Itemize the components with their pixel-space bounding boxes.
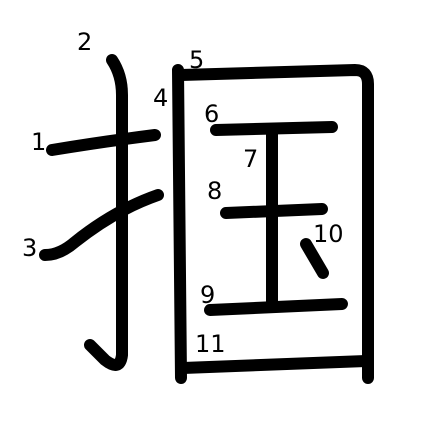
stroke-11 bbox=[177, 355, 372, 374]
stroke-number-4: 4 bbox=[153, 84, 168, 112]
stroke-number-8: 8 bbox=[207, 177, 222, 205]
stroke-number-6: 6 bbox=[204, 100, 219, 128]
stroke-number-10: 10 bbox=[313, 220, 344, 248]
stroke-number-3: 3 bbox=[22, 234, 37, 262]
stroke-1 bbox=[46, 129, 161, 156]
stroke-2 bbox=[84, 54, 128, 371]
stroke-4 bbox=[172, 64, 187, 384]
stroke-5 bbox=[175, 64, 374, 384]
stroke-number-9: 9 bbox=[200, 281, 215, 309]
stroke-9 bbox=[204, 298, 348, 316]
stroke-8 bbox=[220, 203, 328, 219]
stroke-number-2: 2 bbox=[77, 28, 92, 56]
stroke-3 bbox=[39, 189, 164, 261]
stroke-number-1: 1 bbox=[31, 128, 46, 156]
stroke-number-11: 11 bbox=[195, 330, 226, 358]
stroke-number-5: 5 bbox=[189, 46, 204, 74]
stroke-number-7: 7 bbox=[243, 145, 258, 173]
stroke-10 bbox=[300, 238, 329, 279]
